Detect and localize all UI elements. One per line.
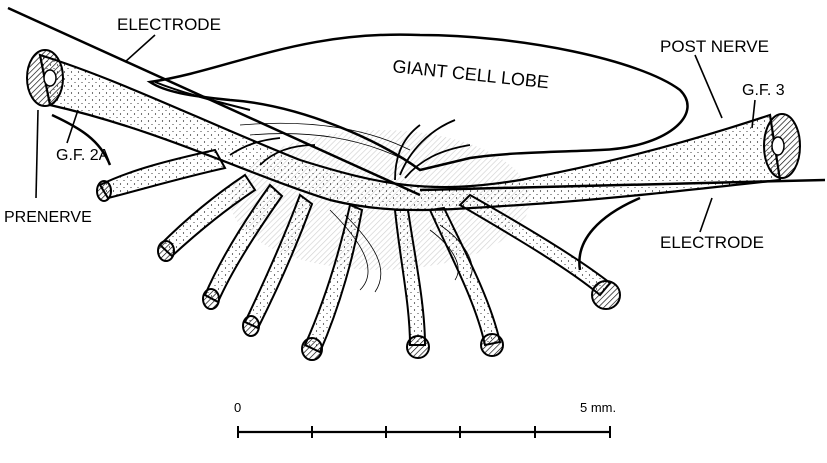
root-end [481,334,503,356]
nerve-root [100,150,225,198]
root-end [592,281,620,309]
gf2a-label: G.F. 2A [56,147,110,164]
scale-bar: 0 5 mm. [234,400,616,438]
electrode-right-label: ELECTRODE [660,233,764,252]
scale-end-label: 5 mm. [580,400,616,415]
root-end [302,338,322,360]
root-end [203,289,219,309]
gf2a-fiber [44,70,56,86]
root-end [158,241,174,261]
root-end [97,181,111,201]
gf3-label: G.F. 3 [742,82,785,99]
scale-start-label: 0 [234,400,241,415]
root-end [407,336,429,358]
right-sheath [579,198,640,270]
gf3-fiber [772,137,784,155]
prenerve-label: PRENERVE [4,209,92,226]
root-end [243,316,259,336]
electrode-top-label: ELECTRODE [117,15,221,34]
post-nerve-label: POST NERVE [660,37,769,56]
